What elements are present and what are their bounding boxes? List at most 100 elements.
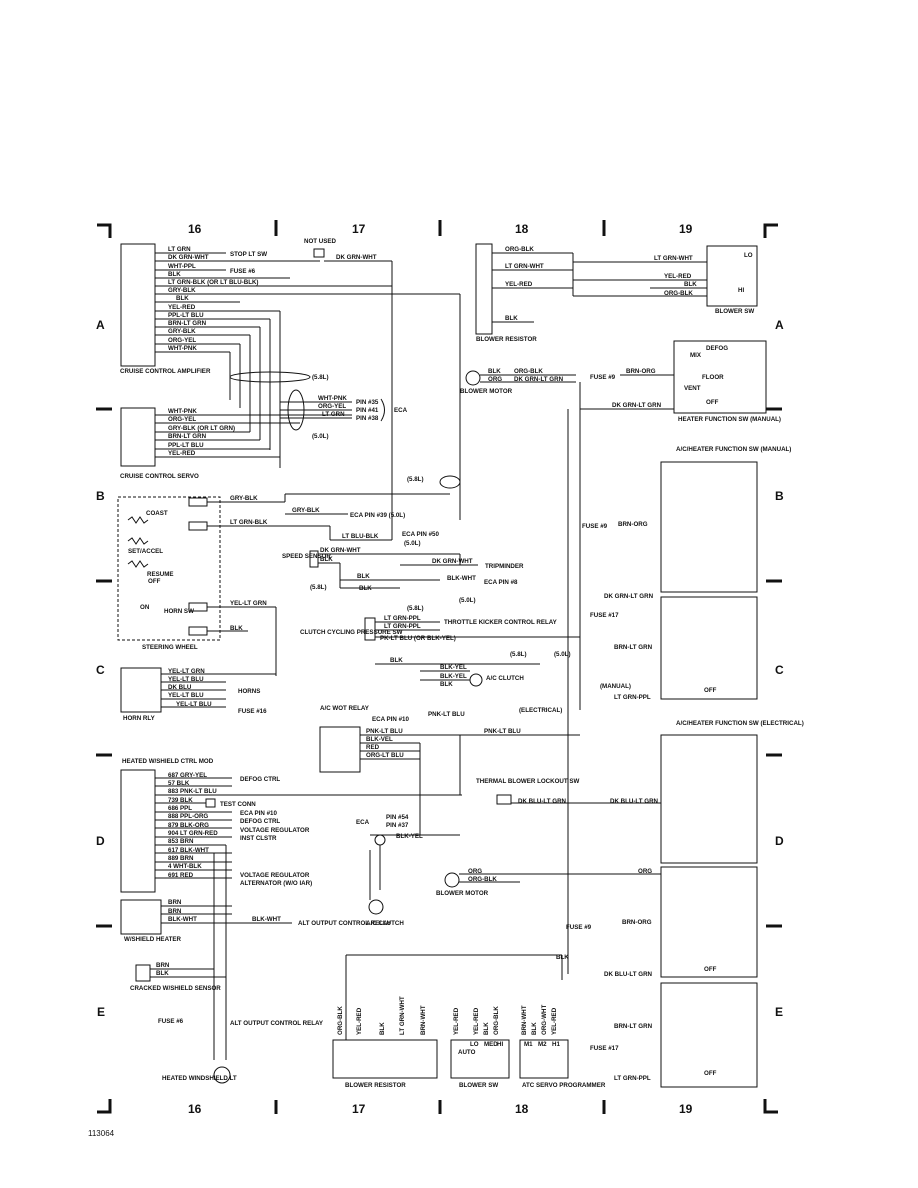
grid-frame: [96, 220, 782, 1114]
svg-text:BLK: BLK: [488, 368, 501, 375]
svg-text:A/C/HEATER FUNCTION SW (ELECTR: A/C/HEATER FUNCTION SW (ELECTRICAL): [676, 720, 804, 727]
svg-text:ORG: ORG: [638, 868, 652, 875]
svg-text:ATC SERVO PROGRAMMER: ATC SERVO PROGRAMMER: [522, 1082, 606, 1089]
col-label-17-bottom: 17: [352, 1102, 366, 1116]
svg-text:ON: ON: [140, 604, 150, 611]
svg-text:ECA: ECA: [356, 819, 370, 826]
svg-text:BRN-LT GRN: BRN-LT GRN: [614, 644, 653, 651]
svg-text:ORG-BLK: ORG-BLK: [493, 1006, 500, 1035]
row-labels-left: A B C D E: [96, 318, 105, 1019]
eca-pin-39-50: GRY-BLK ECA PIN #39 (5.0L) LT BLU-BLK EC…: [285, 507, 439, 547]
svg-text:OFF: OFF: [704, 687, 717, 694]
row-labels-right: A B C D E: [775, 318, 784, 1019]
svg-text:RESUME: RESUME: [147, 571, 173, 578]
svg-text:ECA PIN #10: ECA PIN #10: [240, 810, 277, 817]
svg-text:879 BLK-ORG: 879 BLK-ORG: [168, 822, 209, 829]
svg-text:BLK: BLK: [320, 556, 333, 563]
svg-text:DK BLU-LT GRN: DK BLU-LT GRN: [610, 798, 659, 805]
svg-text:DK GRN-LT GRN: DK GRN-LT GRN: [604, 593, 654, 600]
cruise-amp-wires: [155, 252, 461, 540]
svg-text:691 RED: 691 RED: [168, 872, 194, 879]
svg-text:ORG-BLK: ORG-BLK: [514, 368, 543, 375]
fuse6-label: FUSE #6: [230, 268, 256, 275]
svg-text:739 BLK: 739 BLK: [168, 797, 193, 804]
svg-text:ORG: ORG: [468, 868, 482, 875]
row-label-c-right: C: [775, 663, 784, 677]
svg-text:(ELECTRICAL): (ELECTRICAL): [519, 707, 562, 714]
svg-text:FUSE #9: FUSE #9: [582, 523, 608, 530]
svg-text:A/C CLUTCH: A/C CLUTCH: [366, 920, 404, 927]
svg-text:ORG-YEL: ORG-YEL: [318, 403, 346, 410]
svg-text:PNK-LT BLU: PNK-LT BLU: [366, 728, 403, 735]
svg-text:HORNS: HORNS: [238, 688, 260, 695]
svg-text:DK BLU: DK BLU: [168, 684, 192, 691]
svg-text:THROTTLE KICKER CONTROL RELAY: THROTTLE KICKER CONTROL RELAY: [444, 619, 558, 626]
svg-text:BLK: BLK: [357, 573, 370, 580]
svg-text:(5.0L): (5.0L): [459, 597, 476, 604]
svg-text:MED: MED: [484, 1041, 498, 1048]
svg-text:BLOWER SW: BLOWER SW: [459, 1082, 498, 1089]
steering-wheel: STEERING WHEEL COAST SET/ACCEL RESUME OF…: [117, 493, 450, 676]
svg-text:(5.8L): (5.8L): [310, 584, 327, 591]
column-labels-bottom: 16 17 18 19: [188, 1102, 693, 1116]
svg-text:GRY-BLK: GRY-BLK: [292, 507, 320, 514]
speed-sensor: SPEED SENSOR DK GRN-WHT BLK BLK (5.8L) B…: [282, 547, 524, 612]
svg-text:BRN-ORG: BRN-ORG: [618, 521, 648, 528]
blower-resistor-top: BLOWER RESISTOR ORG-BLK LT GRN-WHT YEL-R…: [475, 243, 573, 343]
svg-text:DK GRN-LT GRN: DK GRN-LT GRN: [612, 402, 662, 409]
svg-text:A/C/HEATER FUNCTION SW (MANUAL: A/C/HEATER FUNCTION SW (MANUAL): [676, 446, 791, 453]
svg-text:(5.0L): (5.0L): [312, 433, 329, 440]
svg-text:BLK-WHT: BLK-WHT: [447, 575, 476, 582]
blower-motor-top: BLOWER MOTOR BLK ORG ORG-BLK DK GRN-LT G…: [460, 368, 656, 395]
figure-id: 113064: [88, 1129, 115, 1138]
svg-text:(5.0L): (5.0L): [554, 651, 571, 658]
svg-text:PNK-LT BLU: PNK-LT BLU: [428, 711, 465, 718]
svg-text:YEL-LT BLU: YEL-LT BLU: [168, 676, 204, 683]
svg-text:WHT-PNK: WHT-PNK: [318, 395, 347, 402]
svg-text:LO: LO: [470, 1041, 479, 1048]
svg-text:ORG-WHT: ORG-WHT: [541, 1005, 548, 1035]
heated-windshield-module: HEATED W/SHIELD CTRL MOD: [120, 758, 214, 893]
svg-text:VOLTAGE REGULATOR: VOLTAGE REGULATOR: [240, 827, 310, 834]
svg-text:(MANUAL): (MANUAL): [600, 683, 631, 690]
row-label-d-right: D: [775, 834, 784, 848]
not-used-label: NOT USED: [304, 238, 337, 245]
stop-lt-sw-label: STOP LT SW: [230, 251, 267, 258]
svg-text:853 BRN: 853 BRN: [168, 838, 194, 845]
svg-text:YEL-RED: YEL-RED: [168, 304, 196, 311]
svg-text:VOLTAGE REGULATOR: VOLTAGE REGULATOR: [240, 872, 310, 879]
svg-text:YEL-RED: YEL-RED: [168, 450, 196, 457]
svg-text:GRY-BLK: GRY-BLK: [168, 328, 196, 335]
svg-text:BLK-WHT: BLK-WHT: [168, 916, 197, 923]
svg-text:ORG: ORG: [488, 376, 502, 383]
ac-heater-function-electrical: A/C/HEATER FUNCTION SW (ELECTRICAL) DK B…: [566, 720, 804, 1088]
col-label-18-bottom: 18: [515, 1102, 529, 1116]
heater-function-sw: HEATER FUNCTION SW (MANUAL) DEFOG MIX FL…: [580, 340, 781, 423]
svg-text:INST CLSTR: INST CLSTR: [240, 835, 277, 842]
col-label-16-bottom: 16: [188, 1102, 202, 1116]
svg-text:BRN-LT GRN: BRN-LT GRN: [614, 1023, 653, 1030]
svg-text:BLK: BLK: [359, 585, 372, 592]
svg-text:ORG-BLK: ORG-BLK: [664, 290, 693, 297]
svg-text:BLOWER MOTOR: BLOWER MOTOR: [460, 388, 513, 395]
svg-text:LT GRN-PPL: LT GRN-PPL: [614, 694, 651, 701]
svg-text:LT GRN-WHT: LT GRN-WHT: [505, 263, 544, 270]
svg-text:RED: RED: [366, 744, 380, 751]
svg-text:ECA: ECA: [394, 407, 408, 414]
svg-text:BLK-WHT: BLK-WHT: [252, 916, 281, 923]
svg-text:WHT-PNK: WHT-PNK: [168, 408, 197, 415]
svg-text:YEL-RED: YEL-RED: [356, 1007, 363, 1035]
col-label-17: 17: [352, 222, 366, 236]
svg-text:FUSE #17: FUSE #17: [590, 1045, 619, 1052]
svg-text:BRN: BRN: [156, 962, 170, 969]
svg-text:HORN SW: HORN SW: [164, 608, 194, 615]
row-label-e: E: [97, 1005, 105, 1019]
cruise-amp-label: CRUISE CONTROL AMPLIFIER: [120, 368, 211, 375]
svg-text:PK-LT BLU (OR BLK-YEL): PK-LT BLU (OR BLK-YEL): [380, 635, 456, 642]
svg-text:BLK-VEL: BLK-VEL: [366, 736, 393, 743]
svg-text:LO: LO: [744, 252, 753, 259]
ac-clutch-c: BLK BLK-YEL BLK-YEL BLK A/C CLUTCH (5.8L…: [375, 651, 631, 714]
svg-text:ALT OUTPUT CONTROL RELAY: ALT OUTPUT CONTROL RELAY: [230, 1020, 324, 1027]
svg-text:ORG-YEL: ORG-YEL: [168, 416, 196, 423]
svg-text:BLK: BLK: [684, 281, 697, 288]
